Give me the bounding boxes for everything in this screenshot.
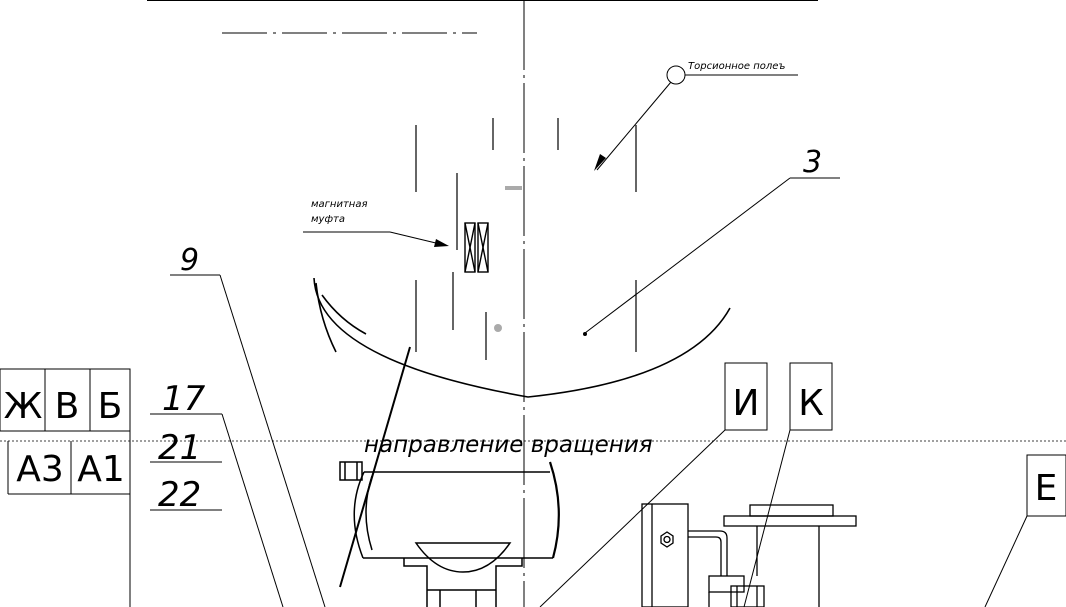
position-number-17: 17 xyxy=(162,379,206,419)
torsion-field-label: Торсионное полеъ xyxy=(688,61,785,72)
view-label-k: К xyxy=(798,383,824,424)
shaft-lines xyxy=(415,118,637,360)
position-number-22: 22 xyxy=(158,475,201,515)
view-label-table xyxy=(0,368,131,607)
faint-marker xyxy=(505,186,522,190)
rotation-arcs xyxy=(313,277,731,398)
torsion-leader xyxy=(594,65,798,171)
view-label-a1: А1 xyxy=(77,449,125,490)
view-label-zh: Ж xyxy=(4,386,43,427)
view-label-a3: А3 xyxy=(16,449,64,490)
position-9-leader xyxy=(170,274,326,607)
view-label-boxes xyxy=(539,362,1066,607)
position-number-3: 3 xyxy=(803,145,822,180)
magnetic-coupling-label-2: муфта xyxy=(311,214,345,225)
position-number-9: 9 xyxy=(180,243,199,278)
drum-assembly xyxy=(339,461,560,607)
view-label-i: И xyxy=(733,383,760,424)
bracket-assembly xyxy=(641,503,857,607)
position-17-21-22-leaders xyxy=(150,413,284,607)
magnetic-coupling-label-1: магнитная xyxy=(311,199,367,210)
faint-dot xyxy=(494,324,502,332)
view-label-v: В xyxy=(55,386,80,427)
view-label-b: Б xyxy=(98,386,123,427)
position-3-leader xyxy=(583,177,840,336)
coupling-leader xyxy=(303,231,449,247)
view-label-e: Е xyxy=(1035,468,1058,509)
rotation-direction-leader xyxy=(339,346,411,588)
magnetic-coupling xyxy=(464,222,489,273)
rotation-direction-label: направление вращения xyxy=(364,432,653,458)
position-number-21: 21 xyxy=(158,428,201,468)
